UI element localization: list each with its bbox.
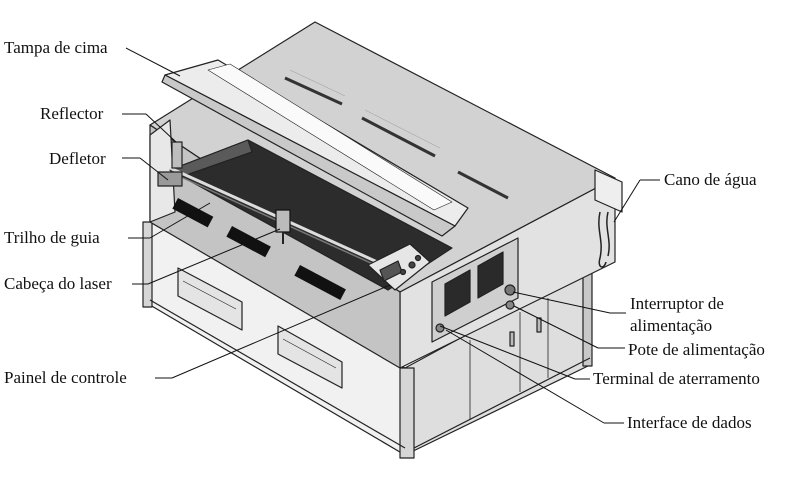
label-deflector: Defletor: [49, 149, 106, 168]
top-cover: [161, 59, 469, 237]
label-power-switch-line1: Interruptor de: [630, 294, 724, 313]
label-laser-head: Cabeça do laser: [4, 274, 112, 293]
label-control-panel: Painel de controle: [4, 368, 127, 387]
leader-lines: [122, 47, 660, 424]
label-ground-terminal: Terminal de aterramento: [593, 369, 760, 388]
working-bed: [157, 139, 453, 301]
label-reflector: Reflector: [40, 104, 104, 123]
base-stand: [142, 221, 593, 459]
label-top-cover: Tampa de cima: [4, 38, 108, 57]
control-panel-drawing: [367, 243, 431, 291]
water-pipe-drawing: [598, 211, 610, 268]
label-power-switch-line2: alimentação: [630, 316, 713, 335]
side-electrical-panel: [431, 237, 519, 343]
label-data-interface: Interface de dados: [627, 413, 752, 432]
label-water-pipe: Cano de água: [664, 170, 757, 189]
label-power-socket: Pote de alimentação: [628, 340, 765, 359]
label-guide-rail: Trilho de guia: [4, 228, 100, 247]
